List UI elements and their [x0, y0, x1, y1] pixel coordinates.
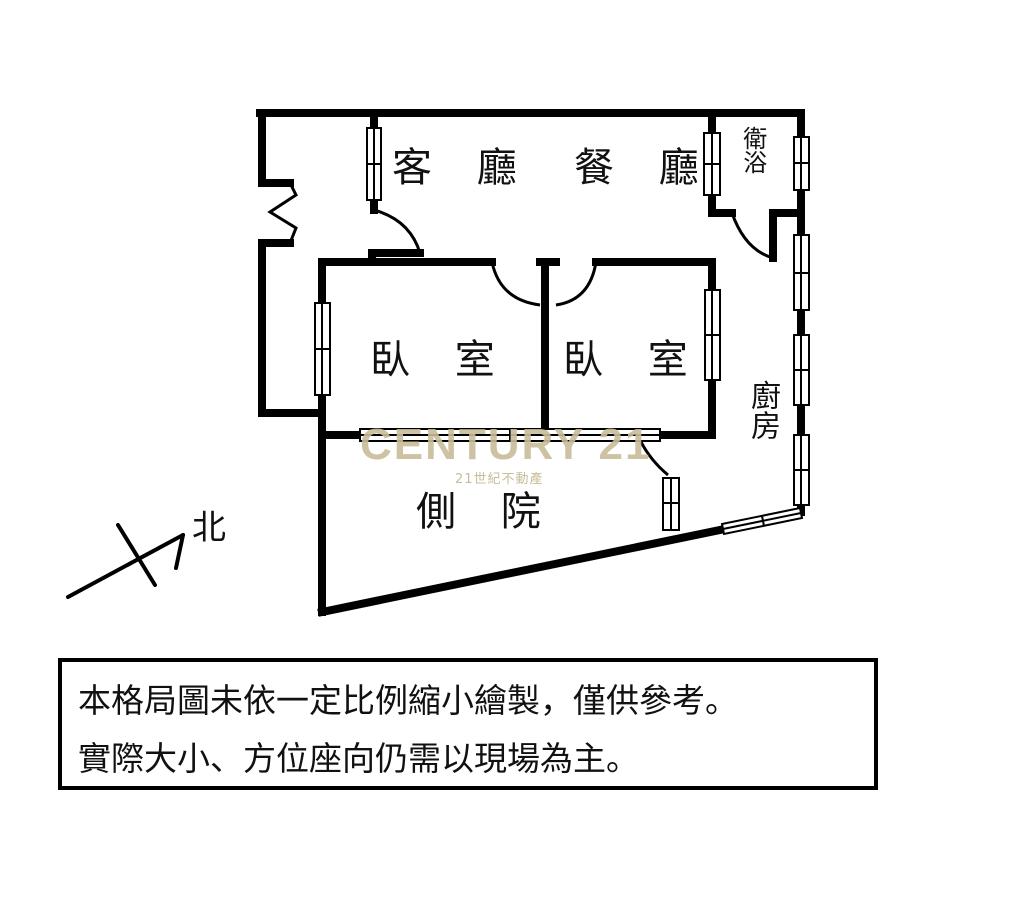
disclaimer-line-1: 本格局圖未依一定比例縮小繪製，僅供參考。	[78, 681, 738, 720]
room-label-side-yard: 側 院	[416, 489, 557, 535]
floor-plan	[66, 109, 810, 617]
walls	[256, 109, 805, 617]
entry-door-icon	[267, 182, 298, 244]
room-label-living-room: 客 廳	[392, 145, 533, 191]
disclaimer-box: 本格局圖未依一定比例縮小繪製，僅供參考。 實際大小、方位座向仍需以現場為主。	[58, 658, 878, 790]
room-label-kitchen: 廚房	[745, 380, 780, 440]
watermark-subtitle: 21世紀不動產	[455, 472, 544, 487]
room-label-bedroom-1: 臥 室	[370, 337, 511, 383]
compass-north-label: 北	[192, 508, 226, 548]
room-label-dining-room: 餐 廳	[574, 145, 715, 191]
windows	[314, 127, 810, 536]
room-label-bathroom: 衛浴	[738, 126, 767, 174]
watermark-brand: CENTURY 21	[360, 420, 652, 469]
disclaimer-line-2: 實際大小、方位座向仍需以現場為主。	[78, 739, 639, 778]
door-swings	[373, 208, 774, 477]
north-arrow-icon	[66, 523, 185, 599]
room-label-bedroom-2: 臥 室	[563, 337, 704, 383]
